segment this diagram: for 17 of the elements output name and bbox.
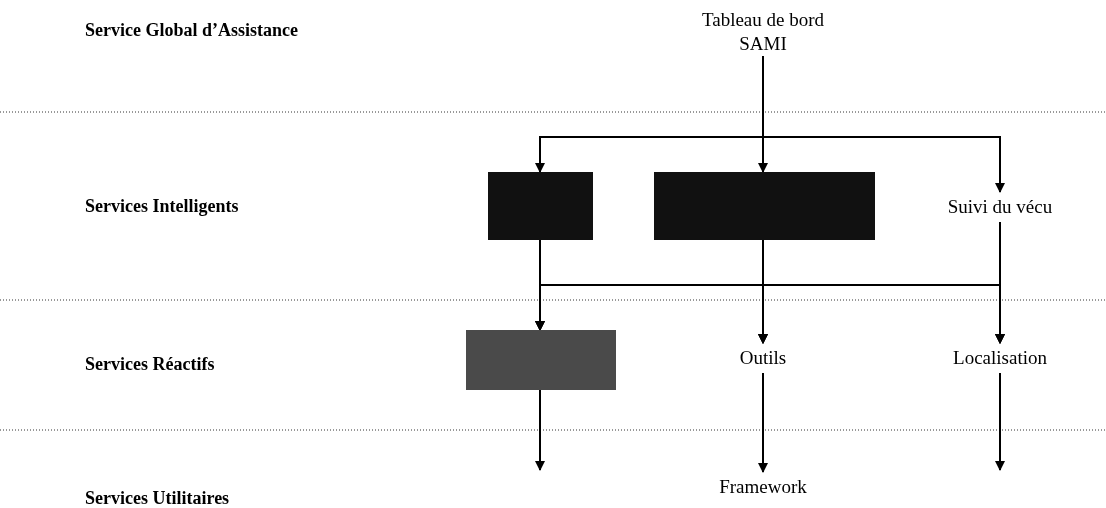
filled-box <box>654 172 875 240</box>
layer-label: Service Global d’Assistance <box>85 20 298 41</box>
layer-label: Services Réactifs <box>85 354 215 375</box>
node-label: Outils <box>739 346 787 370</box>
filled-box <box>466 330 616 390</box>
node-label: Localisation <box>953 346 1047 370</box>
filled-box <box>488 172 593 240</box>
layer-label: Services Utilitaires <box>85 488 230 508</box>
arrow <box>535 389 545 471</box>
layer-label: Services Intelligents <box>85 196 239 217</box>
node-label: Suivi du vécu <box>947 195 1053 219</box>
arrow <box>995 221 1005 344</box>
node-label: Tableau de bord SAMI <box>700 8 826 56</box>
arrow <box>758 372 768 473</box>
arrow <box>762 55 1005 193</box>
node-label: Framework <box>719 475 807 499</box>
arrow <box>995 372 1005 471</box>
